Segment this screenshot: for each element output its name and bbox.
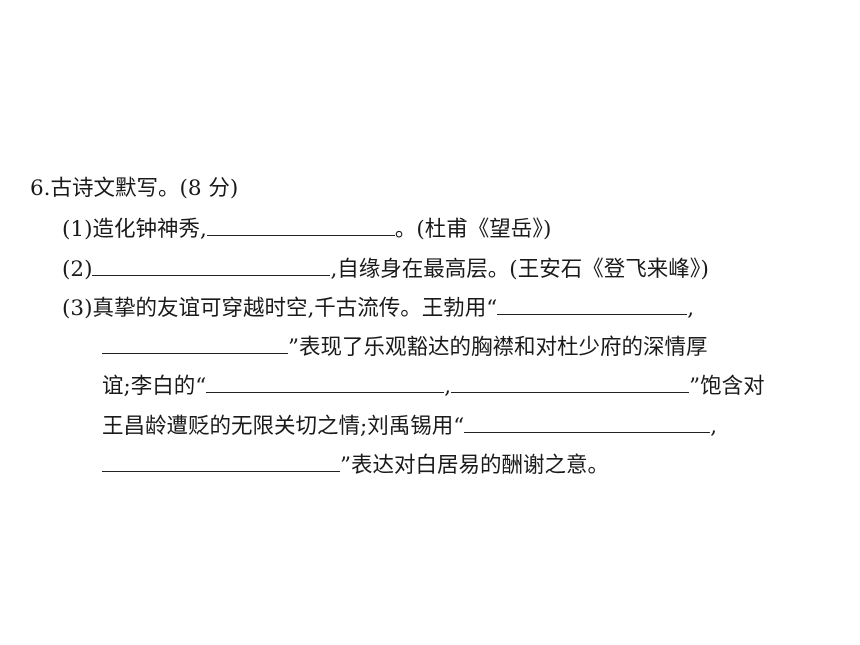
answer-blank-3b[interactable] bbox=[102, 331, 288, 354]
subquestion-3-text-5: 王昌龄遭贬的无限关切之情;刘禹锡用“ bbox=[102, 414, 465, 439]
question-title-text: 6.古诗文默写。(8 分) bbox=[30, 176, 239, 201]
subquestion-3-text-4: ”饱含对 bbox=[689, 374, 765, 399]
subquestion-1-source: 。(杜甫《望岳》) bbox=[394, 217, 552, 242]
subquestion-2: (2) ,自缘身在最高层。(王安石《登飞来峰》) bbox=[62, 253, 709, 285]
question-title: 6.古诗文默写。(8 分) bbox=[30, 174, 238, 204]
subquestion-3-line-4: 王昌龄遭贬的无限关切之情;刘禹锡用“, bbox=[102, 410, 717, 442]
subquestion-3-comma-2: , bbox=[444, 374, 452, 399]
subquestion-3-text-1: 真挚的友谊可穿越时空,千古流传。王勃用“ bbox=[92, 296, 498, 321]
subquestion-3-line-3: 谊;李白的“, ”饱含对 bbox=[102, 370, 765, 402]
subquestion-1-number: (1) bbox=[62, 217, 93, 242]
subquestion-3-comma-3: , bbox=[710, 414, 718, 439]
answer-blank-3c[interactable] bbox=[206, 370, 445, 393]
subquestion-3-line-1: (3)真挚的友谊可穿越时空,千古流传。王勃用“, bbox=[62, 292, 694, 324]
answer-blank-3a[interactable] bbox=[497, 292, 688, 315]
answer-blank-3d[interactable] bbox=[451, 370, 690, 393]
subquestion-3-line-5: ”表达对白居易的酬谢之意。 bbox=[102, 449, 609, 481]
subquestion-1: (1)造化钟神秀, 。(杜甫《望岳》) bbox=[62, 213, 551, 245]
subquestion-3-text-3: 谊;李白的“ bbox=[102, 374, 207, 399]
subquestion-2-source: ,自缘身在最高层。(王安石《登飞来峰》) bbox=[330, 257, 709, 282]
subquestion-1-prompt: 造化钟神秀, bbox=[92, 217, 207, 242]
answer-blank-2[interactable] bbox=[92, 253, 331, 276]
subquestion-3-line-2: ”表现了乐观豁达的胸襟和对杜少府的深情厚 bbox=[102, 331, 708, 363]
answer-blank-3f[interactable] bbox=[102, 449, 340, 472]
subquestion-3-text-6: ”表达对白居易的酬谢之意。 bbox=[340, 453, 609, 478]
subquestion-3-comma-1: , bbox=[687, 296, 695, 321]
subquestion-2-number: (2) bbox=[62, 257, 93, 282]
subquestion-3-number: (3) bbox=[62, 296, 93, 321]
answer-blank-1[interactable] bbox=[206, 213, 395, 236]
subquestion-3-text-2: ”表现了乐观豁达的胸襟和对杜少府的深情厚 bbox=[288, 335, 708, 360]
answer-blank-3e[interactable] bbox=[464, 410, 711, 433]
